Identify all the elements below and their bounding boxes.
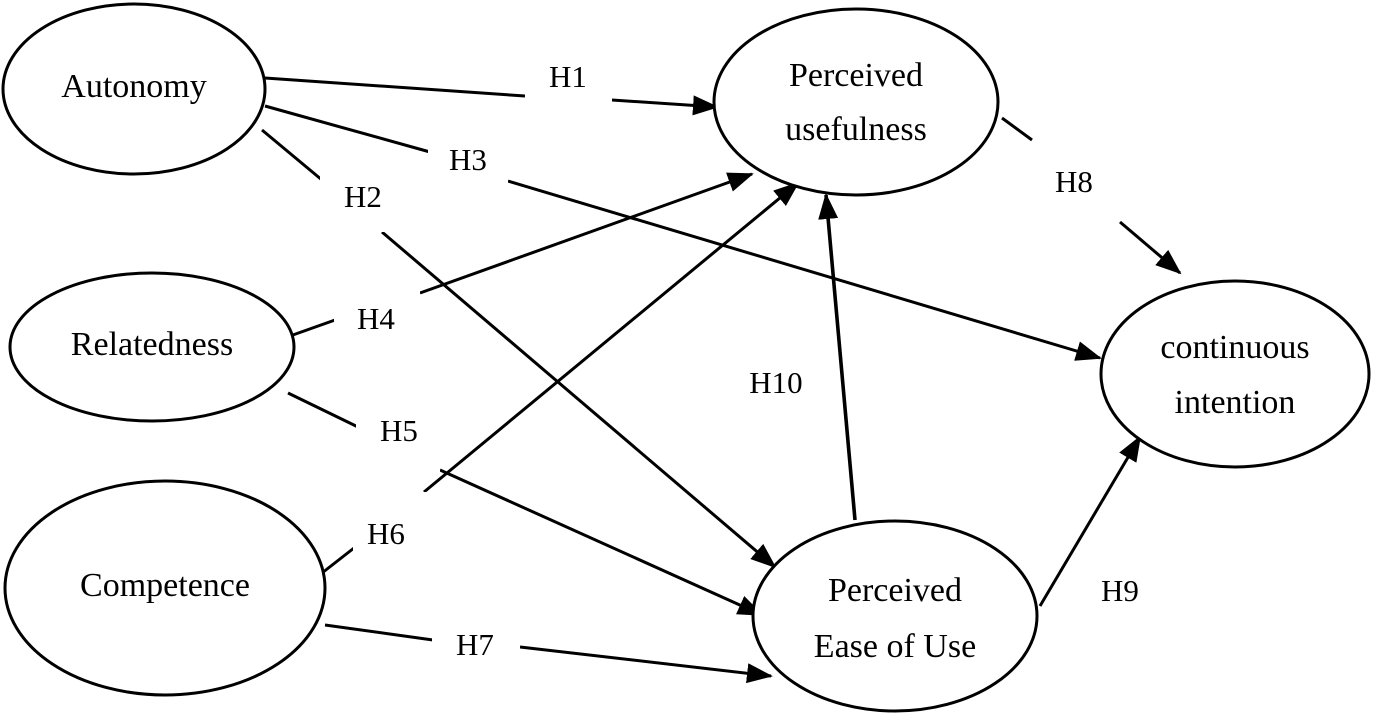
node-continuous-intention-line-2: intention bbox=[1175, 384, 1296, 421]
edge-label-h4: H4 bbox=[357, 301, 395, 336]
edge-label-h5: H5 bbox=[380, 413, 418, 448]
edge-label-h9: H9 bbox=[1101, 573, 1139, 608]
edge-label-h3: H3 bbox=[449, 142, 487, 177]
edge-h10: H10 bbox=[749, 193, 857, 521]
node-continuous-intention-line-1: continuous bbox=[1160, 329, 1309, 366]
node-perceived-usefulness: Perceived usefulness bbox=[712, 7, 1000, 197]
edge-h9: H9 bbox=[1038, 435, 1164, 640]
edge-h2: H2 bbox=[261, 128, 777, 569]
edge-h8: H8 bbox=[1001, 116, 1182, 275]
node-perceived-usefulness-line-1: Perceived bbox=[789, 57, 923, 94]
edge-h5: H5 bbox=[287, 390, 764, 617]
edge-h3: H3 bbox=[264, 104, 1102, 361]
node-continuous-intention: continuous intention bbox=[1099, 279, 1371, 469]
node-competence: Competence bbox=[3, 479, 327, 697]
edge-label-h7: H7 bbox=[456, 627, 494, 662]
edge-label-h2: H2 bbox=[344, 179, 382, 214]
node-perceived-ease-of-use-line-2: Ease of Use bbox=[814, 628, 976, 665]
edges: H1 H3 H2 H4 H5 bbox=[261, 58, 1182, 686]
edge-h4: H4 bbox=[289, 172, 754, 357]
node-relatedness-label: Relatedness bbox=[71, 326, 233, 363]
node-perceived-usefulness-line-2: usefulness bbox=[785, 111, 927, 148]
node-perceived-ease-of-use: Perceived Ease of Use bbox=[751, 519, 1039, 713]
node-autonomy: Autonomy bbox=[1, 2, 267, 176]
node-competence-label: Competence bbox=[80, 567, 250, 604]
edge-label-h8: H8 bbox=[1055, 164, 1093, 199]
node-autonomy-label: Autonomy bbox=[61, 68, 206, 105]
edge-label-h6: H6 bbox=[367, 516, 405, 551]
edge-label-h1: H1 bbox=[549, 59, 587, 94]
edge-h6: H6 bbox=[321, 181, 800, 575]
edge-h1: H1 bbox=[264, 58, 719, 124]
edge-label-h10: H10 bbox=[749, 365, 802, 400]
edge-h7: H7 bbox=[324, 608, 773, 686]
node-relatedness: Relatedness bbox=[8, 271, 296, 423]
node-perceived-ease-of-use-line-1: Perceived bbox=[828, 572, 962, 609]
